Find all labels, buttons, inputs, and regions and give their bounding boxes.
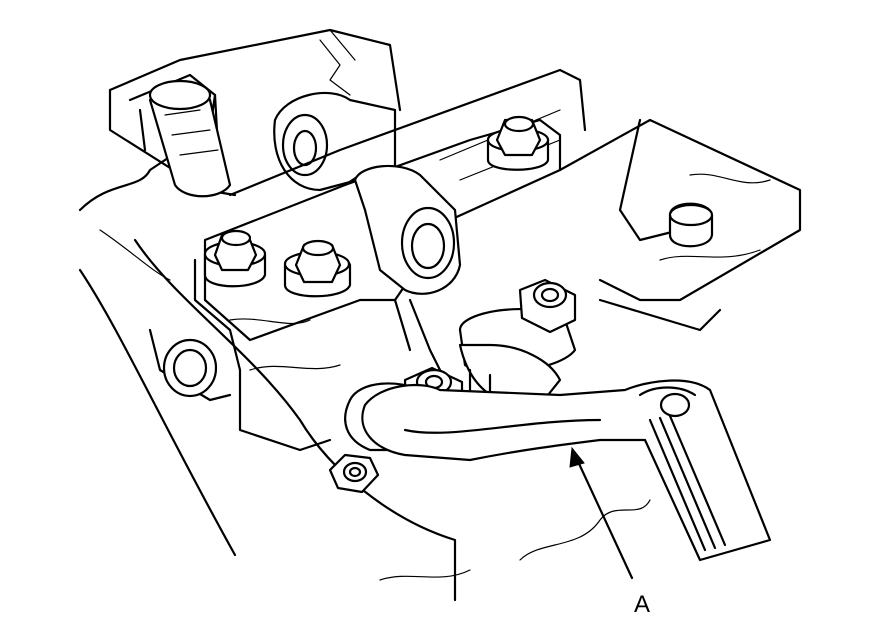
bolt-middle [283,239,352,298]
adjusting-screw-rear [518,278,577,334]
cylinder-head-outline [78,93,651,602]
bolt-upper-right [486,115,550,171]
camshaft-housing [108,28,402,198]
callout-label-a: A [634,591,650,618]
small-bolt-lower [328,453,380,494]
bolt-left [203,229,267,288]
right-side-casting [558,118,802,332]
special-tool-wrench [361,379,772,562]
callout-a: A [569,446,650,618]
